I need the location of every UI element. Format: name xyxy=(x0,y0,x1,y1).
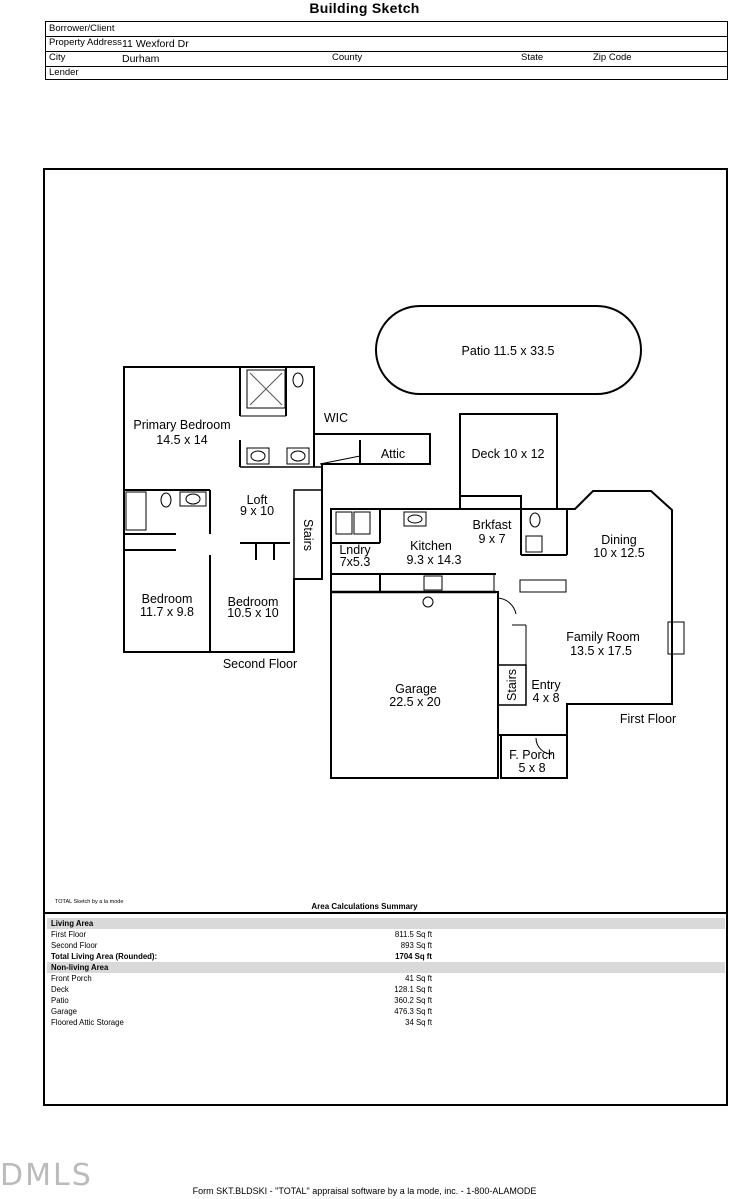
loft-label: Loft xyxy=(246,493,268,507)
wic-label: WIC xyxy=(323,411,349,425)
primary-bedroom-label: Primary Bedroom xyxy=(133,418,231,432)
dining-dim: 10 x 12.5 xyxy=(593,546,645,560)
family-room-label: Family Room xyxy=(566,630,640,644)
floor-plan xyxy=(123,305,685,779)
lndry-dim: 7x5.3 xyxy=(339,555,371,569)
living-area-heading: Living Area xyxy=(47,918,725,929)
page-title: Building Sketch xyxy=(309,0,420,16)
lender-row: Lender xyxy=(46,66,727,80)
brkfast-label: Brkfast xyxy=(472,518,512,532)
bedroom1-dim: 11.7 x 9.8 xyxy=(140,605,194,619)
borrower-row: Borrower/Client xyxy=(46,22,727,37)
loft-dim: 9 x 10 xyxy=(239,504,275,518)
lender-label: Lender xyxy=(49,67,79,78)
porch-dim: 5 x 8 xyxy=(518,761,546,775)
state-label: State xyxy=(521,52,544,63)
zip-label: Zip Code xyxy=(593,52,632,63)
kitchen-dim: 9.3 x 14.3 xyxy=(406,553,462,567)
city-row: City Durham County State Zip Code xyxy=(46,51,727,67)
address-row: Property Address 11 Wexford Dr xyxy=(46,36,727,52)
porch-label: F. Porch xyxy=(509,748,555,762)
bedroom2-label: Bedroom xyxy=(227,595,279,609)
summary-divider xyxy=(45,912,726,914)
stairs-upper-label: Stairs xyxy=(301,519,315,551)
borrower-label: Borrower/Client xyxy=(49,23,115,34)
attic-label: Attic xyxy=(380,447,406,461)
deck-label: Deck 10 x 12 xyxy=(471,447,545,461)
first-floor-label: First Floor xyxy=(619,712,677,726)
second-floor-label: Second Floor xyxy=(222,657,298,671)
summary-title: Area Calculations Summary xyxy=(311,902,418,911)
lndry-label: Lndry xyxy=(339,543,371,557)
entry-dim: 4 x 8 xyxy=(532,691,560,705)
deck-shape xyxy=(459,413,558,510)
city-label: City xyxy=(49,52,66,63)
property-header: Borrower/Client Property Address 11 Wexf… xyxy=(45,21,728,80)
bedroom1-label: Bedroom xyxy=(141,592,193,606)
patio-label: Patio 11.5 x 33.5 xyxy=(461,344,555,358)
nonliving-area-heading: Non-living Area xyxy=(47,962,725,973)
garage-label: Garage xyxy=(395,682,437,696)
county-label: County xyxy=(332,52,363,63)
garage-dim: 22.5 x 20 xyxy=(389,695,441,709)
porch-shape xyxy=(500,734,568,779)
kitchen-label: Kitchen xyxy=(410,539,452,553)
sketch-frame xyxy=(43,168,728,1106)
stairs-lower-label: Stairs xyxy=(505,669,519,701)
entry-label: Entry xyxy=(531,678,561,692)
city-value: Durham xyxy=(122,53,160,65)
primary-bedroom-dim: 14.5 x 14 xyxy=(156,433,208,447)
address-label: Property Address xyxy=(49,37,122,48)
bedroom2-dim: 10.5 x 10 xyxy=(227,606,279,620)
family-room-dim: 13.5 x 17.5 xyxy=(570,644,632,658)
total-living-row: Total Living Area (Rounded):1704 Sq ft xyxy=(51,952,432,961)
dining-label: Dining xyxy=(601,533,637,547)
sketch-source: TOTAL Sketch by a la mode xyxy=(55,899,124,905)
brkfast-dim: 9 x 7 xyxy=(478,532,506,546)
address-value: 11 Wexford Dr xyxy=(122,38,189,50)
patio-shape xyxy=(375,305,642,395)
dmls-watermark: DMLS xyxy=(0,1158,93,1193)
form-footer: Form SKT.BLDSKI - "TOTAL" appraisal soft… xyxy=(192,1186,537,1196)
